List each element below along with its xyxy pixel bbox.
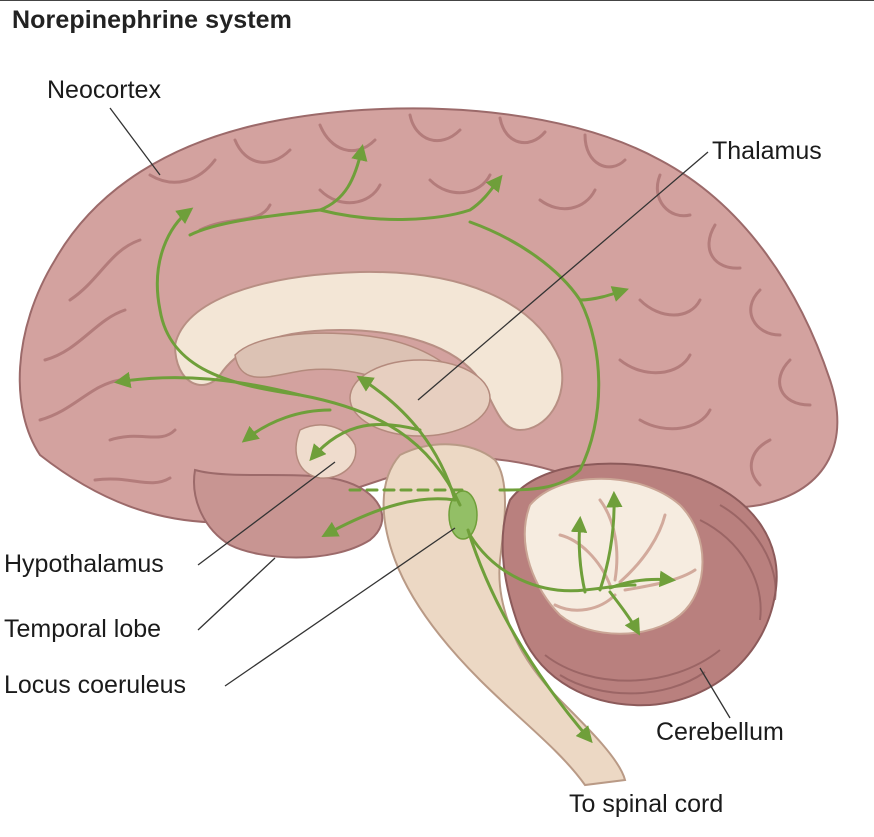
label-neocortex: Neocortex [47,76,161,104]
leader-cerebellum [699,667,731,719]
top-rule [0,0,874,1]
sulci [38,113,812,487]
norepinephrine-pathways [113,143,677,744]
pathway-to-hypothalamus [309,422,422,462]
label-temporal-lobe: Temporal lobe [4,615,162,643]
label-cerebellum: Cerebellum [656,718,784,746]
pathway-to-prefrontal [113,371,302,397]
cerebellum-arbor-vitae [523,477,704,635]
pathway-cerebellum-down [608,590,641,636]
leader-locus-coeruleus [224,527,456,687]
pathway-to-spinal-cord [466,528,593,744]
leader-thalamus [417,151,709,401]
pathway-cerebellum-up-2 [598,490,623,592]
pathway-cerebellum-right [608,570,677,590]
label-to-spinal-cord: To spinal cord [569,790,724,818]
pathway-posterior-loop [498,298,601,492]
leader-neocortex [109,107,161,176]
pathway-to-parietal-cortex [468,220,629,302]
pathway-to-septal [241,408,332,443]
cerebellum-region [501,462,778,707]
pathway-to-superior-cortex-2 [318,174,503,221]
leader-lines [109,107,731,719]
leader-hypothalamus [197,461,336,566]
pathway-to-thalamus [356,375,457,502]
label-thalamus: Thalamus [712,137,822,165]
label-locus-coeruleus: Locus coeruleus [4,671,187,699]
label-hypothalamus: Hypothalamus [4,550,164,578]
figure-title: Norepinephrine system [12,6,292,34]
pathway-to-temporal [321,497,457,537]
leader-temporal-lobe [197,557,276,631]
pathway-cerebellum-up-1 [570,515,588,594]
